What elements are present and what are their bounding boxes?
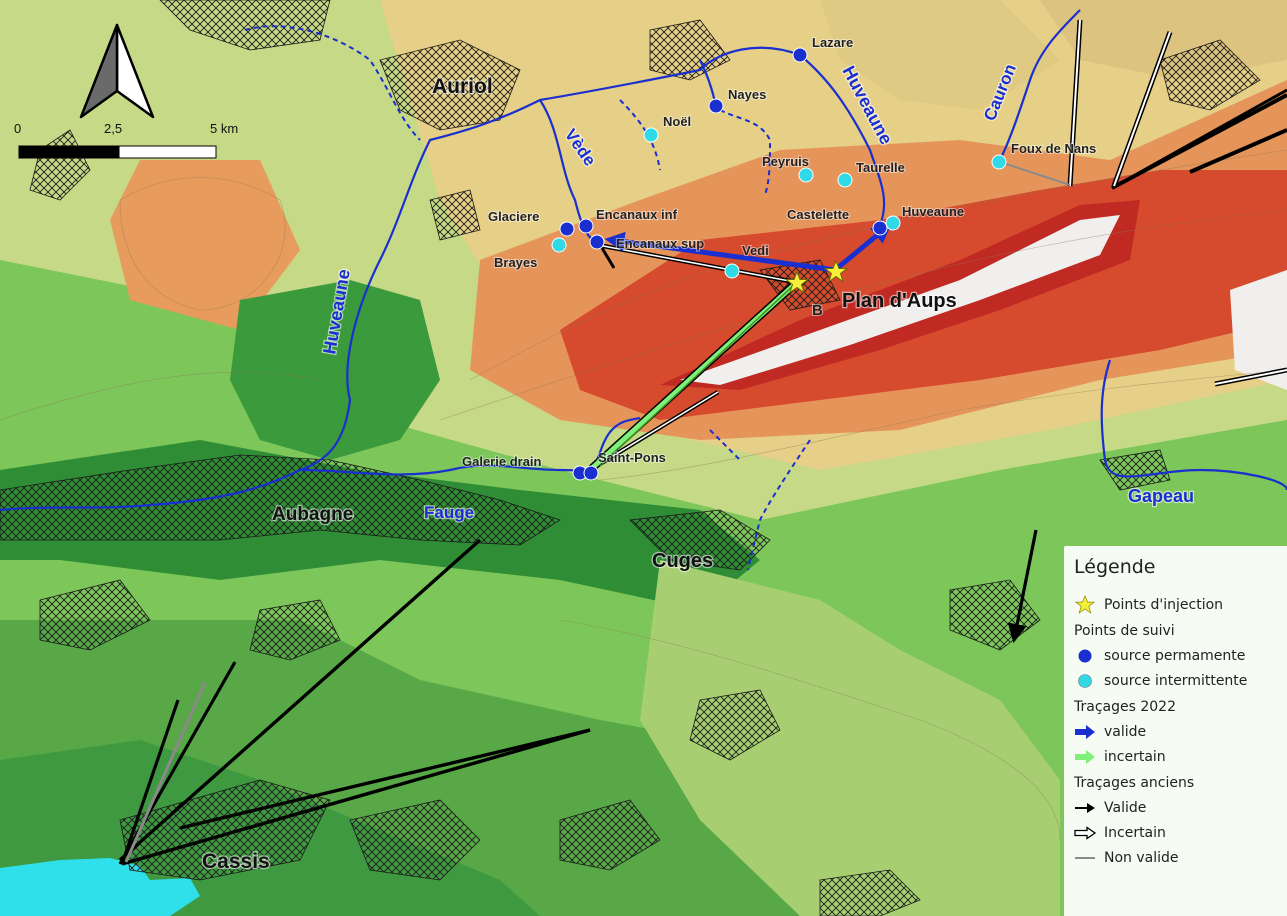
- place-cuges: Cuges: [652, 550, 713, 572]
- label-saint-pons: Saint-Pons: [598, 450, 666, 465]
- injection-star-b[interactable]: [784, 270, 810, 294]
- label-noel: Noël: [663, 114, 691, 129]
- legend-injection: Points d'injection: [1074, 592, 1287, 617]
- blue-arrow-icon: [1074, 722, 1096, 742]
- legend-ancien-valide: Valide: [1074, 795, 1287, 820]
- label-brayes: Brayes: [494, 255, 537, 270]
- site-brayes[interactable]: [551, 237, 567, 253]
- place-cassis: Cassis: [202, 850, 270, 873]
- scale-tick-2-5: 2,5: [104, 121, 122, 136]
- legend-ancien-valide-label: Valide: [1104, 799, 1147, 816]
- legend-ancien-incertain-label: Incertain: [1104, 824, 1166, 841]
- legend-intermittente: source intermittente: [1074, 668, 1287, 693]
- legend-non-valide: Non valide: [1074, 845, 1287, 870]
- river-huveaune-upper: [799, 54, 886, 226]
- label-nayes: Nayes: [728, 87, 766, 102]
- river-gapeau: [1100, 359, 1287, 491]
- legend-title: Légende: [1074, 556, 1156, 578]
- site-glaciere[interactable]: [559, 221, 575, 237]
- blue-dot-icon: [1074, 646, 1096, 666]
- black-arrow-icon: [1074, 798, 1096, 818]
- old-tracings: [118, 19, 1287, 866]
- label-huveaune-src: Huveaune: [902, 204, 964, 219]
- site-encanaux-inf[interactable]: [578, 218, 594, 234]
- label-castelette: Castelette: [787, 207, 849, 222]
- label-glaciere: Glaciere: [488, 209, 539, 224]
- site-foux-nans[interactable]: [991, 154, 1007, 170]
- legend: Légende Points d'injection Points de sui…: [1064, 546, 1287, 916]
- cyan-dot-icon: [1074, 671, 1096, 691]
- sea: [0, 858, 200, 916]
- legend-intermittente-label: source intermittente: [1104, 672, 1248, 689]
- label-taurelle: Taurelle: [856, 160, 905, 175]
- legend-non-valide-label: Non valide: [1104, 849, 1179, 866]
- site-peyruis[interactable]: [798, 167, 814, 183]
- star-icon: [1074, 594, 1096, 615]
- site-saint-pons[interactable]: [583, 465, 599, 481]
- scale-bar: 0 2,5 5 km: [14, 121, 238, 159]
- outline-arrow-icon: [1074, 823, 1096, 843]
- label-galerie-drain: Galerie drain: [462, 454, 542, 469]
- legend-permanente: source permamente: [1074, 643, 1287, 668]
- place-aubagne: Aubagne: [272, 504, 353, 525]
- legend-permanente-label: source permamente: [1104, 647, 1246, 664]
- label-encanaux-inf: Encanaux inf: [596, 207, 678, 222]
- label-encanaux-sup: Encanaux sup: [616, 236, 704, 251]
- place-plan-aups: Plan d'Aups: [842, 290, 957, 312]
- site-lazare[interactable]: [792, 47, 808, 63]
- injection-points: [784, 259, 849, 294]
- legend-valide-2022-label: valide: [1104, 723, 1147, 740]
- river-cauron: [999, 9, 1081, 161]
- legend-tracages-anciens-title: Traçages anciens: [1074, 775, 1195, 791]
- place-auriol: Auriol: [432, 75, 493, 98]
- site-vedi[interactable]: [724, 263, 740, 279]
- label-peyruis: Peyruis: [762, 154, 809, 169]
- label-foux-nans: Foux de Nans: [1011, 141, 1096, 156]
- legend-valide-2022: valide: [1074, 719, 1287, 744]
- site-castelette[interactable]: [872, 220, 888, 236]
- injection-star-plan-aups[interactable]: [823, 259, 849, 283]
- label-b-marker: B: [812, 302, 823, 319]
- label-lazare: Lazare: [812, 35, 853, 50]
- legend-ancien-incertain: Incertain: [1074, 820, 1287, 845]
- river-label-fauge: Fauge: [424, 503, 474, 522]
- river-huveaune: [0, 46, 801, 512]
- site-noel[interactable]: [643, 127, 659, 143]
- site-nayes[interactable]: [708, 98, 724, 114]
- scale-tick-0: 0: [14, 121, 21, 136]
- green-arrow-icon: [1074, 747, 1096, 767]
- site-huveaune-src[interactable]: [885, 215, 901, 231]
- north-arrow-icon: [79, 23, 155, 119]
- legend-suivi-title: Points de suivi: [1074, 623, 1175, 639]
- river-label-gapeau: Gapeau: [1128, 486, 1194, 506]
- grey-line-icon: [1074, 848, 1096, 868]
- legend-injection-label: Points d'injection: [1104, 596, 1224, 613]
- legend-incertain-2022: incertain: [1074, 744, 1287, 769]
- monitoring-points: [551, 47, 1007, 481]
- scale-tick-5km: 5 km: [210, 121, 238, 136]
- site-encanaux-sup[interactable]: [589, 234, 605, 250]
- site-taurelle[interactable]: [837, 172, 853, 188]
- legend-tracages-2022-title: Traçages 2022: [1074, 699, 1176, 715]
- label-vedi: Vedi: [742, 243, 769, 258]
- legend-incertain-2022-label: incertain: [1104, 748, 1166, 765]
